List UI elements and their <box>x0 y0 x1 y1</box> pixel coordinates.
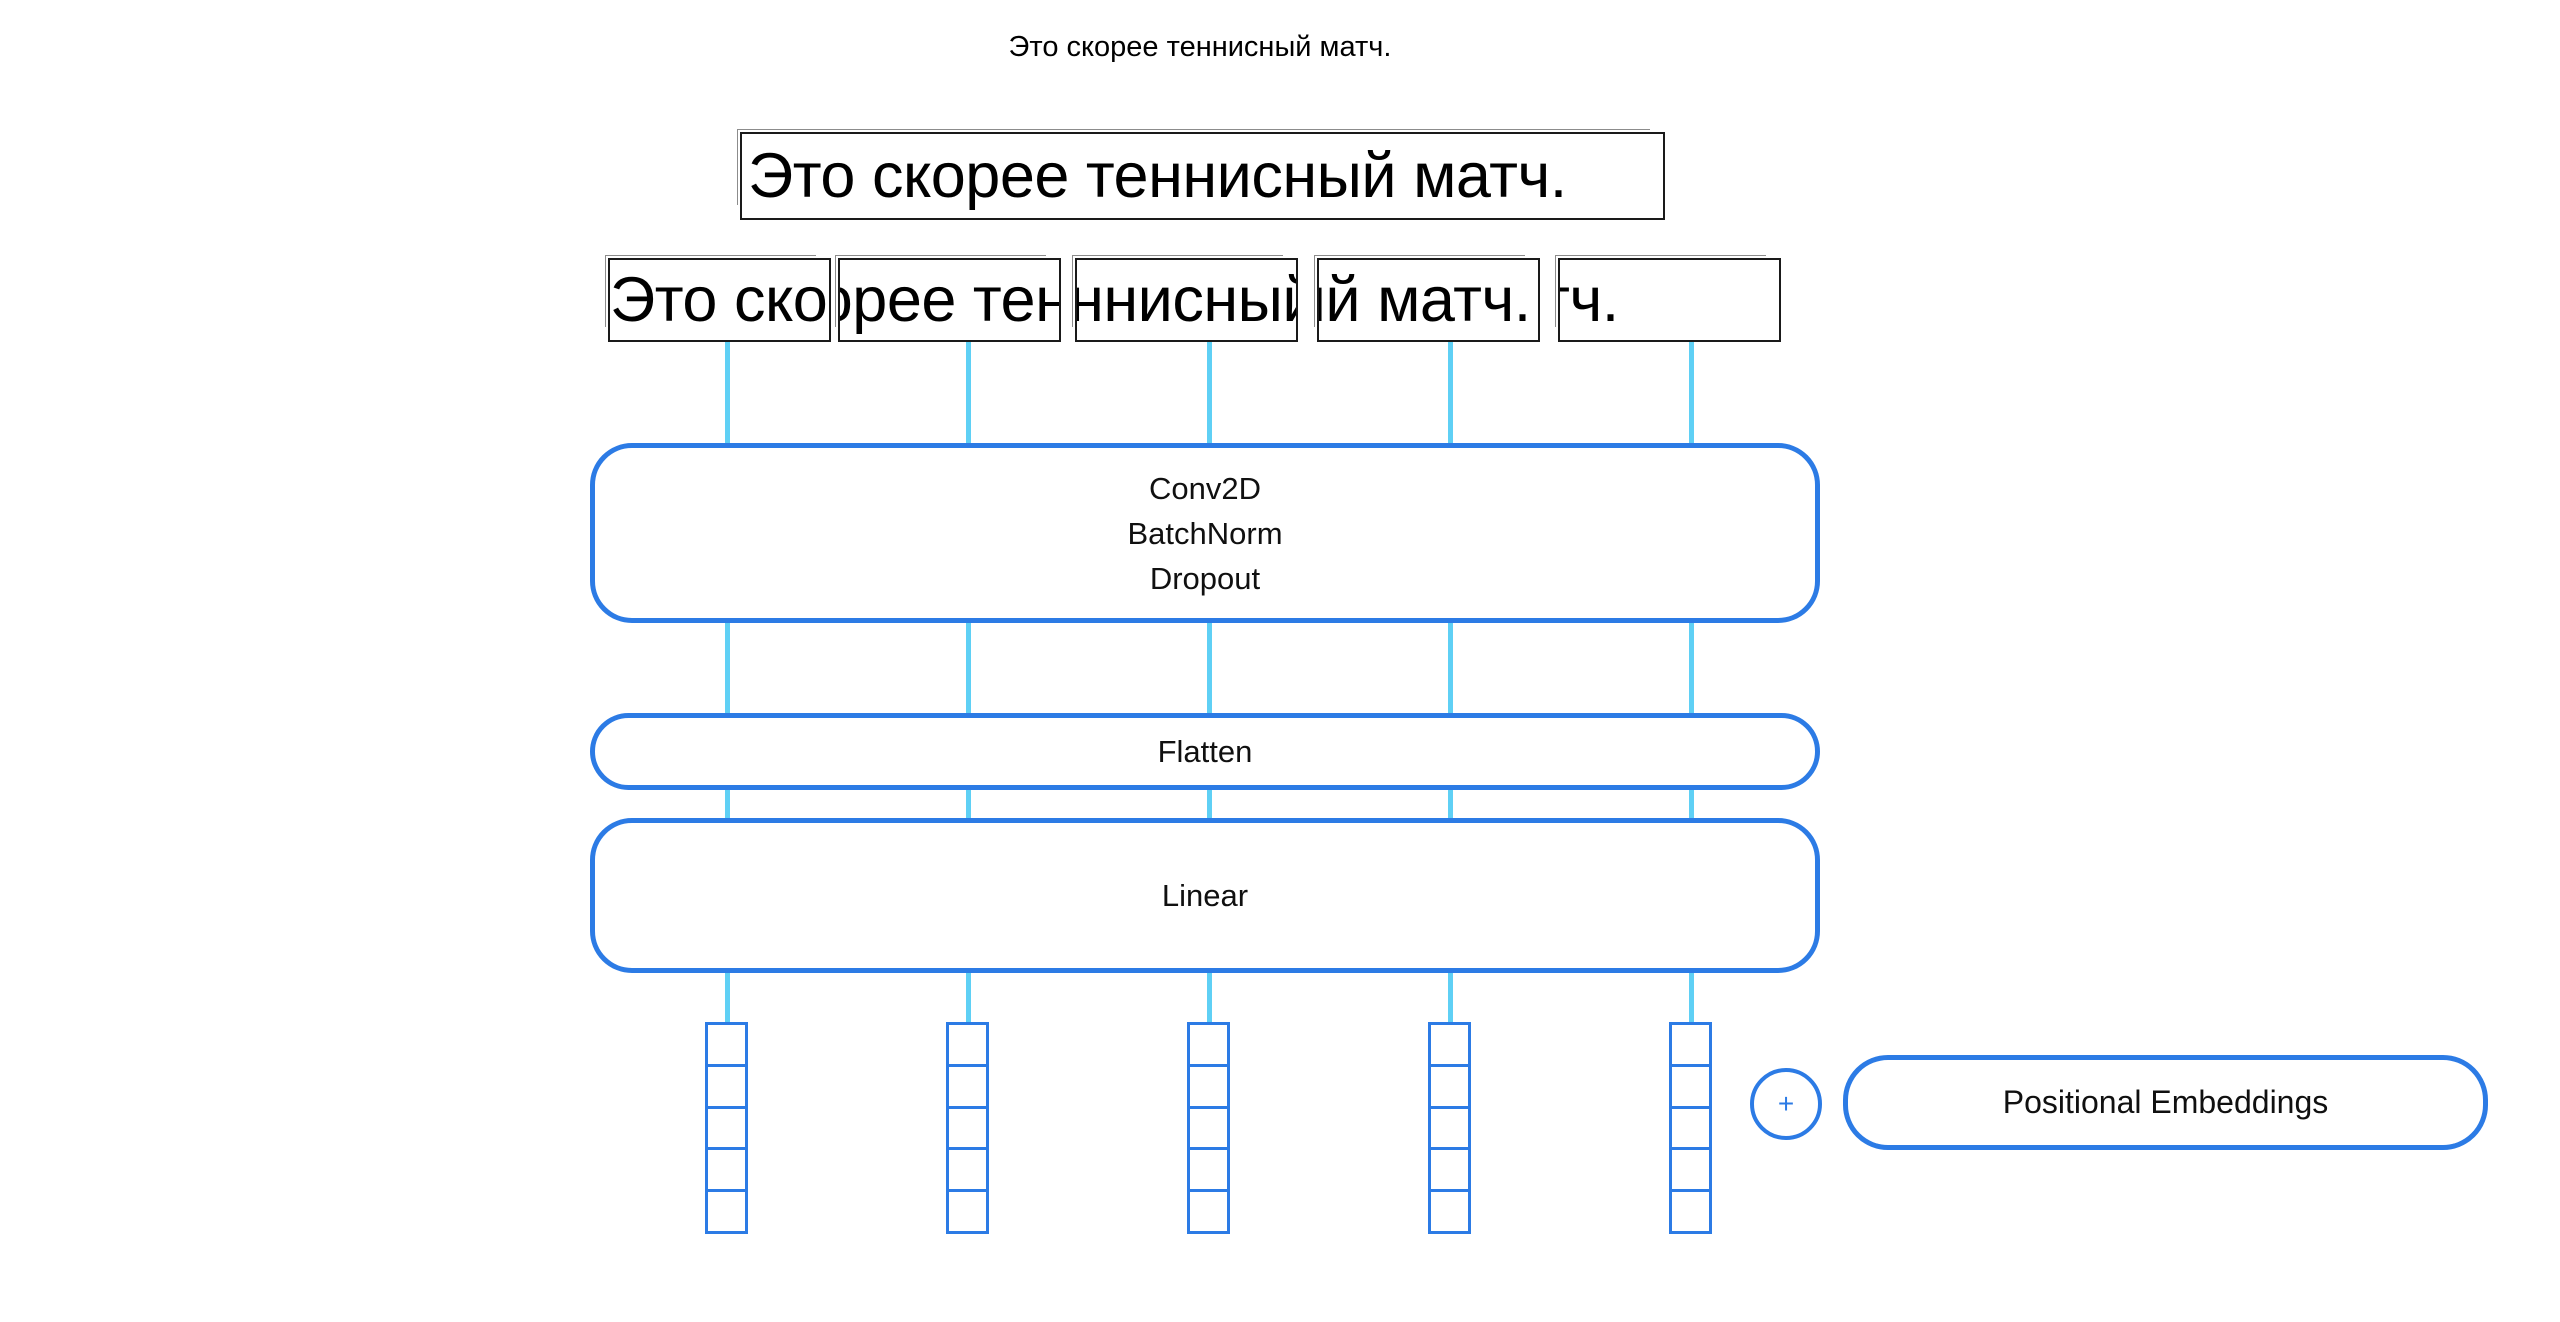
token-embedding-cell <box>705 1147 748 1193</box>
plus-operator-icon: + <box>1750 1068 1822 1140</box>
token-embedding-cell <box>1428 1063 1471 1109</box>
token-embedding-vector-5 <box>1669 1022 1712 1234</box>
connector-patch-to-conv-3 <box>1207 342 1212 448</box>
conv-block-label: Conv2D BatchNorm Dropout <box>1127 470 1283 596</box>
linear-block-label: Linear <box>1161 878 1249 913</box>
token-embedding-cell <box>1428 1147 1471 1193</box>
connector-conv-to-flatten-4 <box>1448 618 1453 718</box>
token-embedding-cell <box>946 1189 989 1234</box>
positional-embeddings-label: Positional Embeddings <box>2002 1084 2329 1120</box>
connector-patch-to-conv-1 <box>725 342 730 448</box>
connector-conv-to-flatten-5 <box>1689 618 1694 718</box>
patch-box-3: Это скорее теннисный матч. <box>1075 258 1298 342</box>
token-embedding-cell <box>705 1022 748 1067</box>
conv-block: Conv2D BatchNorm Dropout <box>590 443 1820 623</box>
flatten-block: Flatten <box>590 713 1820 790</box>
token-embedding-cell <box>1428 1022 1471 1067</box>
token-embedding-cell <box>1669 1147 1712 1193</box>
connector-linear-to-token-1 <box>725 968 730 1026</box>
linear-block: Linear <box>590 818 1820 973</box>
connector-linear-to-token-4 <box>1448 968 1453 1026</box>
flatten-block-label: Flatten <box>1157 734 1253 769</box>
connector-linear-to-token-3 <box>1207 968 1212 1026</box>
patch-text-1: Это скорее теннисный матч. <box>610 265 829 335</box>
token-embedding-vector-2 <box>946 1022 989 1234</box>
token-embedding-cell <box>705 1063 748 1109</box>
connector-flatten-to-linear-1 <box>725 786 730 822</box>
connector-conv-to-flatten-3 <box>1207 618 1212 718</box>
token-embedding-cell <box>1187 1147 1230 1193</box>
patch-text-5: Это скорее теннисный матч. <box>1560 265 1619 335</box>
figure-caption: Это скорее теннисный матч. <box>1008 31 1392 63</box>
connector-conv-to-flatten-2 <box>966 618 971 718</box>
patch-box-5: Это скорее теннисный матч. <box>1558 258 1781 342</box>
token-embedding-vector-4 <box>1428 1022 1471 1234</box>
patch-text-2: Это скорее теннисный матч. <box>840 265 1059 335</box>
token-embedding-cell <box>1187 1189 1230 1234</box>
connector-flatten-to-linear-2 <box>966 786 971 822</box>
connector-flatten-to-linear-5 <box>1689 786 1694 822</box>
patch-text-4: Это скорее теннисный матч. <box>1319 265 1531 335</box>
token-embedding-cell <box>1669 1105 1712 1151</box>
connector-flatten-to-linear-3 <box>1207 786 1212 822</box>
sentence-image-text: Это скорее теннисный матч. <box>748 141 1567 211</box>
token-embedding-cell <box>1187 1063 1230 1109</box>
token-embedding-vector-1 <box>705 1022 748 1234</box>
token-embedding-cell <box>946 1105 989 1151</box>
connector-patch-to-conv-2 <box>966 342 971 448</box>
token-embedding-cell <box>946 1147 989 1193</box>
token-embedding-cell <box>1187 1105 1230 1151</box>
patch-box-1: Это скорее теннисный матч. <box>608 258 831 342</box>
connector-patch-to-conv-5 <box>1689 342 1694 448</box>
token-embedding-cell <box>1428 1189 1471 1234</box>
sentence-image-box: Это скорее теннисный матч. <box>740 132 1665 220</box>
token-embedding-cell <box>1669 1022 1712 1067</box>
token-embedding-cell <box>946 1022 989 1067</box>
connector-flatten-to-linear-4 <box>1448 786 1453 822</box>
connector-linear-to-token-2 <box>966 968 971 1026</box>
plus-symbol: + <box>1777 1088 1795 1119</box>
token-embedding-cell <box>1669 1189 1712 1234</box>
connector-conv-to-flatten-1 <box>725 618 730 718</box>
token-embedding-cell <box>705 1105 748 1151</box>
patch-box-2: Это скорее теннисный матч. <box>838 258 1061 342</box>
token-embedding-cell <box>1428 1105 1471 1151</box>
connector-patch-to-conv-4 <box>1448 342 1453 448</box>
token-embedding-cell <box>705 1189 748 1234</box>
patch-text-3: Это скорее теннисный матч. <box>1075 265 1296 335</box>
token-embedding-vector-3 <box>1187 1022 1230 1234</box>
token-embedding-cell <box>946 1063 989 1109</box>
token-embedding-cell <box>1669 1063 1712 1109</box>
positional-embeddings-block: Positional Embeddings <box>1843 1055 2488 1150</box>
token-embedding-cell <box>1187 1022 1230 1067</box>
patch-box-4: Это скорее теннисный матч. <box>1317 258 1540 342</box>
connector-linear-to-token-5 <box>1689 968 1694 1026</box>
